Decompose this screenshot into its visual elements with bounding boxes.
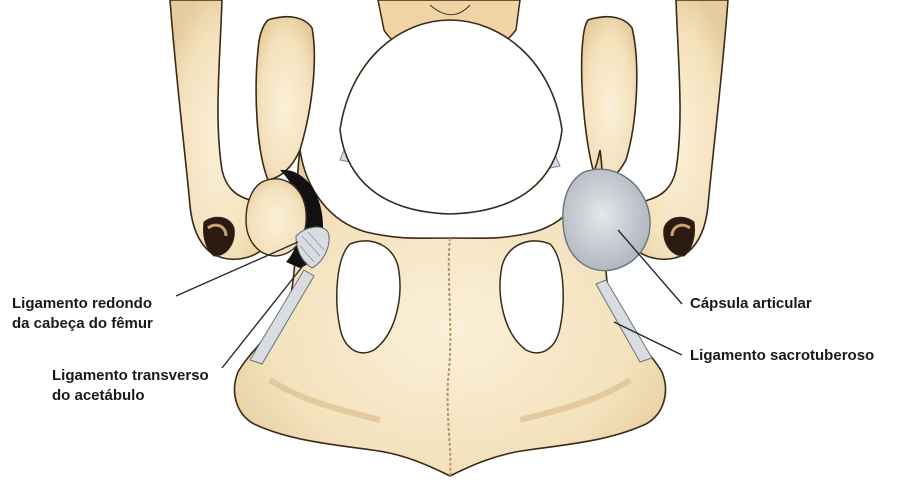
label-sacrotuberous-ligament: Ligamento sacrotuberoso [690,346,874,366]
joint-capsule [563,169,650,270]
label-transverse-ligament: Ligamento transverso do acetábulo [52,366,209,406]
label-joint-capsule-text: Cápsula articular [690,294,812,314]
label-round-ligament-line2: da cabeça do fêmur [12,314,153,334]
label-joint-capsule: Cápsula articular [690,294,812,314]
right-ilium-wing [582,17,637,181]
left-ilium-wing [256,17,314,180]
label-transverse-ligament-line2: do acetábulo [52,386,209,406]
label-sacrotuberous-ligament-text: Ligamento sacrotuberoso [690,346,874,366]
label-round-ligament: Ligamento redondo da cabeça do fêmur [12,294,153,334]
pelvic-inlet [340,20,562,214]
label-transverse-ligament-line1: Ligamento transverso [52,366,209,386]
label-round-ligament-line1: Ligamento redondo [12,294,153,314]
